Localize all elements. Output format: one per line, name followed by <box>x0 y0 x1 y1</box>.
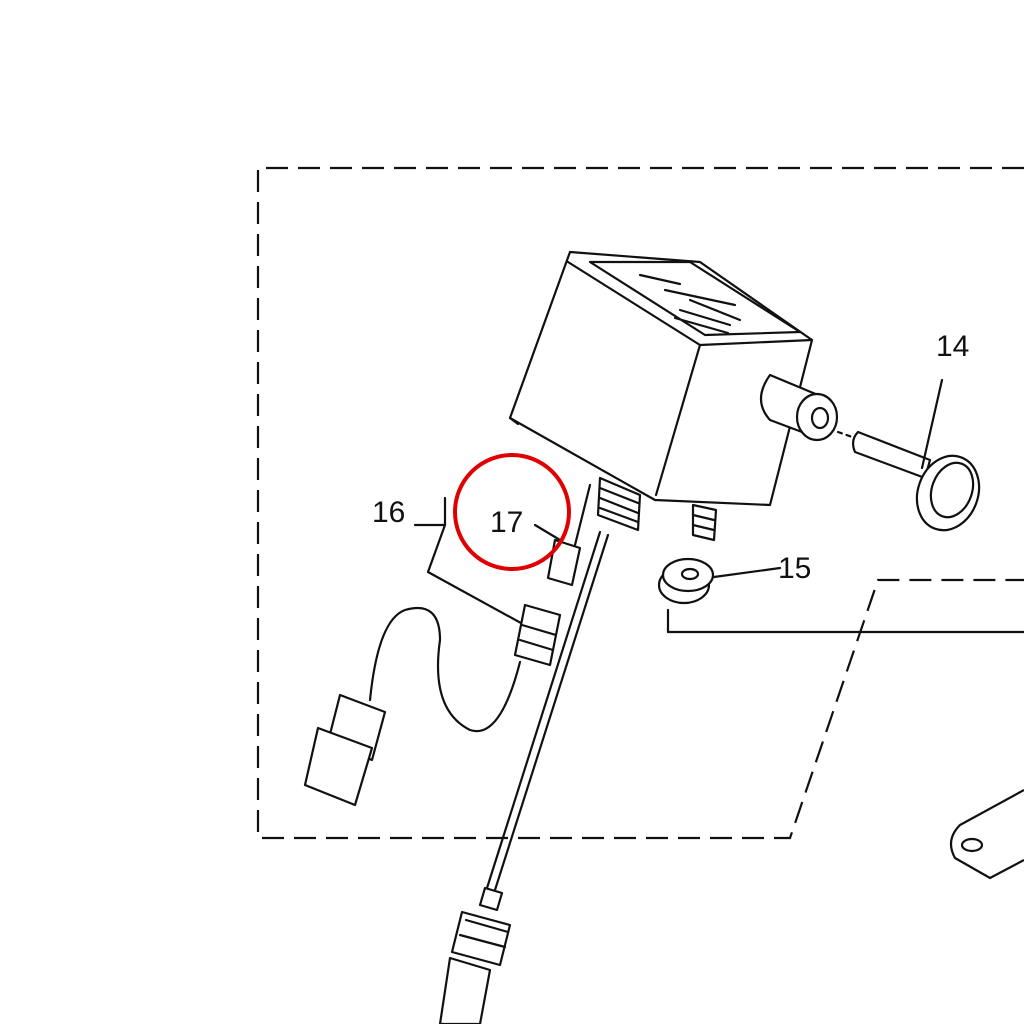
speedometer-cable <box>438 530 610 1024</box>
assembly-boundary <box>256 166 1024 840</box>
bracket <box>949 789 1024 880</box>
meter-body <box>508 250 839 542</box>
highlight-circle <box>453 453 571 571</box>
part-15-grommet <box>657 557 782 605</box>
part-16-socket-harness <box>303 496 562 807</box>
part-14-screw <box>836 378 981 532</box>
callout-16: 16 <box>372 496 405 529</box>
callout-17: 17 <box>490 506 523 539</box>
subassembly-bracket-line <box>666 608 1024 634</box>
callout-14: 14 <box>936 330 969 363</box>
callout-15: 15 <box>778 552 811 585</box>
